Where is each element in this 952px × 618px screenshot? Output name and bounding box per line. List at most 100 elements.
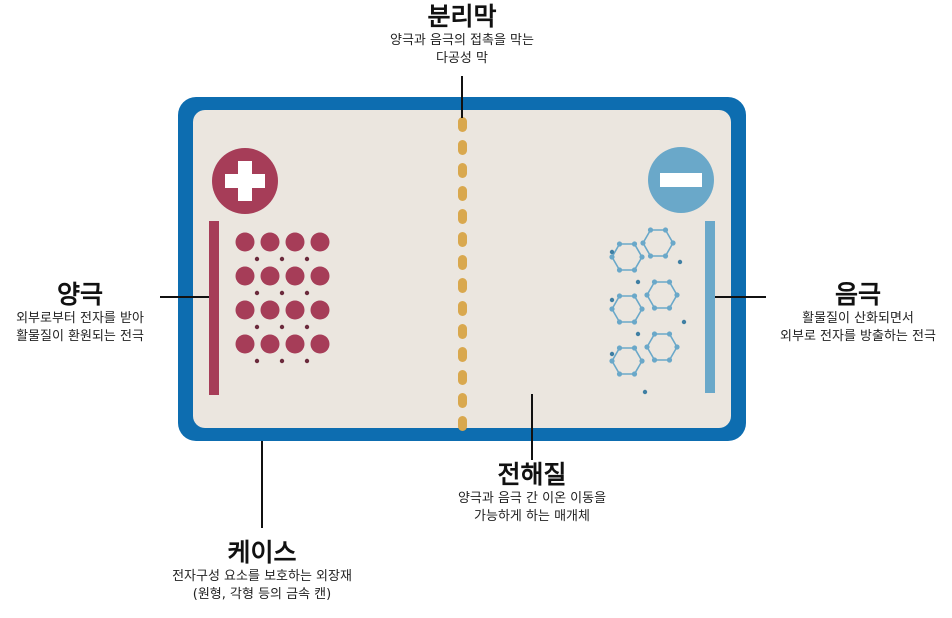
separator-dash bbox=[458, 416, 467, 431]
lithium-ion-dot bbox=[304, 290, 310, 296]
anode-minus-icon bbox=[648, 147, 714, 213]
carbon-atom bbox=[666, 331, 673, 337]
cathode-plus-icon bbox=[212, 148, 278, 214]
separator-dash bbox=[458, 140, 467, 155]
separator-desc-line-1: 양극과 음극의 접촉을 막는 bbox=[390, 33, 534, 48]
lithium-ion-dot bbox=[254, 290, 260, 296]
carbon-atom bbox=[666, 279, 673, 285]
carbon-atom bbox=[647, 227, 654, 233]
anode-desc-line-1: 활물질이 산화되면서 bbox=[802, 311, 914, 326]
carbon-atom bbox=[651, 331, 658, 337]
lithium-ion-dot bbox=[279, 290, 285, 296]
anode-graphite-lattice bbox=[609, 227, 687, 395]
cathode-particle bbox=[285, 266, 305, 286]
lithium-ion-dot bbox=[609, 297, 615, 303]
lithium-ion-dot bbox=[609, 351, 615, 357]
lithium-ion-dot bbox=[677, 259, 683, 265]
carbon-atom bbox=[616, 371, 623, 377]
carbon-atom bbox=[616, 241, 623, 247]
cathode-particle bbox=[235, 232, 255, 252]
cathode-particle bbox=[235, 334, 255, 354]
case-desc-line-2: (원형, 각형 등의 금속 캔) bbox=[192, 587, 332, 602]
cathode-particle bbox=[260, 232, 280, 252]
cathode-desc-line-1: 외부로부터 전자를 받아 bbox=[16, 311, 144, 326]
carbon-atom bbox=[651, 279, 658, 285]
cathode-particle bbox=[235, 300, 255, 320]
separator-dash bbox=[458, 255, 467, 270]
lithium-ion-dot bbox=[304, 256, 310, 262]
separator-dash bbox=[458, 324, 467, 339]
carbon-atom bbox=[639, 254, 645, 260]
lithium-ion-dot bbox=[279, 324, 285, 330]
lithium-ion-dot bbox=[304, 358, 310, 364]
carbon-atom bbox=[666, 305, 673, 311]
electrolyte-desc-line-2: 가능하게 하는 매개체 bbox=[474, 509, 590, 524]
separator-dash bbox=[458, 278, 467, 293]
carbon-atom bbox=[651, 357, 658, 363]
carbon-atom bbox=[662, 227, 669, 233]
anode-title: 음극 bbox=[834, 280, 881, 309]
carbon-atom bbox=[666, 357, 673, 363]
separator-dash bbox=[458, 370, 467, 385]
carbon-atom bbox=[609, 358, 615, 364]
separator-dash bbox=[458, 301, 467, 316]
electrolyte-title: 전해질 bbox=[497, 460, 567, 489]
cathode-label: 양극 외부로부터 전자를 받아 활물질이 환원되는 전극 bbox=[0, 280, 160, 346]
electrolyte-desc-line-1: 양극과 음극 간 이온 이동을 bbox=[457, 491, 607, 506]
carbon-atom bbox=[670, 240, 676, 246]
cathode-desc-line-2: 활물질이 환원되는 전극 bbox=[16, 329, 144, 344]
lithium-ion-dot bbox=[254, 324, 260, 330]
case-desc-line-1: 전자구성 요소를 보호하는 외장재 bbox=[172, 569, 352, 584]
carbon-atom bbox=[674, 292, 680, 298]
lithium-ion-dot bbox=[279, 358, 285, 364]
separator-dash bbox=[458, 347, 467, 362]
cathode-particle bbox=[310, 232, 330, 252]
cathode-particle bbox=[260, 300, 280, 320]
lithium-ion-dot bbox=[609, 249, 615, 255]
lithium-ion-dot bbox=[254, 256, 260, 262]
carbon-atom bbox=[616, 267, 623, 273]
cathode-particle bbox=[285, 232, 305, 252]
cathode-particle bbox=[310, 300, 330, 320]
carbon-atom bbox=[609, 306, 615, 312]
separator-dash bbox=[458, 117, 467, 132]
lithium-ion-dot bbox=[304, 324, 310, 330]
separator-dash bbox=[458, 163, 467, 178]
separator-dash bbox=[458, 393, 467, 408]
separator-label: 분리막 양극과 음극의 접촉을 막는 다공성 막 bbox=[352, 2, 572, 68]
carbon-atom bbox=[616, 345, 623, 351]
lithium-ion-dot bbox=[635, 279, 641, 285]
cathode-particle bbox=[310, 334, 330, 354]
carbon-atom bbox=[609, 254, 615, 260]
case-title: 케이스 bbox=[227, 538, 297, 567]
case-label: 케이스 전자구성 요소를 보호하는 외장재 (원형, 각형 등의 금속 캔) bbox=[142, 538, 382, 604]
separator-dash bbox=[458, 209, 467, 224]
cathode-active-material bbox=[235, 232, 330, 364]
anode-electrode-bar bbox=[705, 221, 715, 393]
lithium-ion-dot bbox=[635, 331, 641, 337]
carbon-atom bbox=[639, 358, 645, 364]
carbon-atom bbox=[631, 345, 638, 351]
cathode-particle bbox=[285, 300, 305, 320]
anode-label: 음극 활물질이 산화되면서 외부로 전자를 방출하는 전극 bbox=[765, 280, 951, 346]
separator-dash bbox=[458, 232, 467, 247]
carbon-atom bbox=[644, 292, 650, 298]
carbon-atom bbox=[631, 319, 638, 325]
carbon-atom bbox=[674, 344, 680, 350]
cathode-particle bbox=[285, 334, 305, 354]
carbon-atom bbox=[616, 293, 623, 299]
cathode-particle bbox=[260, 266, 280, 286]
separator-title: 분리막 bbox=[427, 2, 497, 31]
cathode-title: 양극 bbox=[56, 280, 103, 309]
carbon-atom bbox=[662, 253, 669, 259]
separator-dash bbox=[458, 186, 467, 201]
lithium-ion-dot bbox=[254, 358, 260, 364]
carbon-atom bbox=[631, 371, 638, 377]
cathode-particle bbox=[260, 334, 280, 354]
carbon-atom bbox=[651, 305, 658, 311]
separator-membrane bbox=[458, 117, 467, 431]
carbon-atom bbox=[644, 344, 650, 350]
carbon-atom bbox=[616, 319, 623, 325]
